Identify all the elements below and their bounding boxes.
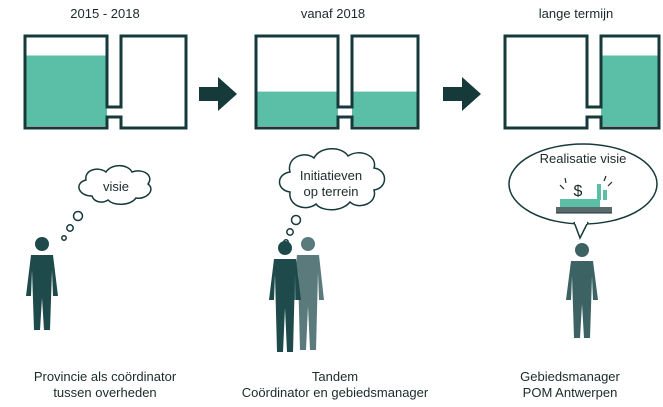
tank-2-outline <box>254 34 420 130</box>
tank-pair-2 <box>254 34 420 130</box>
person-1-icon <box>26 237 58 330</box>
phase-title-2: vanaf 2018 <box>300 6 366 21</box>
caption-3a: Gebiedsmanager <box>520 369 620 384</box>
phase-title-3: lange termijn <box>538 6 614 21</box>
phase-title-1: 2015 - 2018 <box>70 6 140 21</box>
person-2-dark-icon <box>269 241 301 352</box>
thought-text-1: visie <box>103 179 129 194</box>
tank-2-right-water <box>352 91 418 126</box>
caption-3b: POM Antwerpen <box>522 385 618 400</box>
caption-1a: Provincie als coördinator <box>33 369 177 384</box>
dollar-icon: $ <box>574 183 583 200</box>
thought-text-2b: op terrein <box>304 184 359 199</box>
tank-3-right-water <box>601 55 659 127</box>
factory-icon <box>556 184 612 214</box>
arrow-right-icon <box>443 77 481 111</box>
person-3-icon <box>566 243 598 338</box>
caption-2a: Tandem <box>311 369 359 384</box>
tank-pair-3 <box>503 34 661 130</box>
speech-bubble-3 <box>508 143 658 240</box>
tank-3-outline <box>503 34 661 130</box>
thought-bubble-1 <box>61 164 152 241</box>
speech-text-3: Realisatie visie <box>540 151 627 166</box>
tank-pair-1 <box>23 34 188 130</box>
arrow-right-icon <box>199 77 237 111</box>
caption-2b: Coördinator en gebiedsmanager <box>241 385 429 400</box>
thought-bubble-2 <box>278 148 386 245</box>
tank-1-outline <box>23 34 188 130</box>
thought-text-2a: Initiatieven <box>300 168 362 183</box>
tank-2-left-water <box>256 91 338 126</box>
caption-1b: tussen overheden <box>53 385 157 400</box>
tank-1-left-water <box>25 55 107 127</box>
sparkle-lines <box>559 175 613 190</box>
person-2-light-icon <box>292 237 324 350</box>
